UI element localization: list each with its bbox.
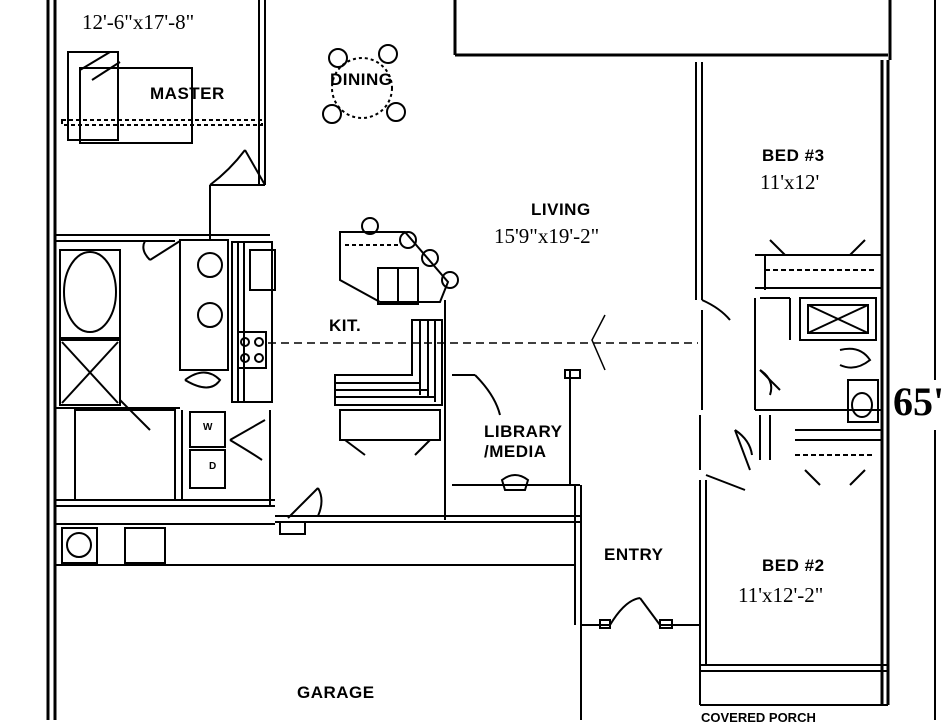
bed2-walls	[699, 415, 888, 705]
master-bath	[55, 239, 229, 431]
kitchen-label: KIT.	[329, 316, 362, 335]
walkin-closet	[55, 409, 275, 507]
center-line	[268, 314, 698, 371]
dining-label: DINING	[330, 70, 393, 89]
bed2-dimension: 11'x12'-2"	[738, 583, 824, 607]
exterior-walls	[46, 0, 892, 720]
bed3-walls	[695, 62, 882, 410]
entry-door	[581, 597, 700, 629]
hall-bath	[754, 297, 882, 423]
dryer-label: D	[209, 461, 217, 472]
living-dimension: 15'9"x19'-2"	[494, 224, 600, 248]
washer-label: W	[203, 422, 213, 433]
laundry	[181, 410, 271, 506]
garage-walls	[55, 523, 575, 566]
porch-walls	[580, 625, 888, 720]
bed3-label: BED #3	[762, 146, 825, 165]
garage-label: GARAGE	[297, 683, 375, 702]
kitchen-l-counter	[334, 319, 443, 456]
master-dimension: 12'-6"x17'-8"	[82, 10, 195, 34]
dining-table	[322, 44, 406, 124]
kitchen-counters	[231, 241, 276, 403]
master-label: MASTER	[150, 84, 225, 103]
overall-dimension: 65'	[893, 379, 945, 424]
library-walls	[275, 300, 582, 625]
kitchen-island	[339, 217, 459, 305]
entry-label: ENTRY	[604, 545, 664, 564]
library-label-line2: /MEDIA	[484, 442, 547, 461]
living-label: LIVING	[531, 200, 591, 219]
garage-entry-door	[279, 487, 323, 535]
library-label-line1: LIBRARY	[484, 422, 563, 441]
bed3-dimension: 11'x12'	[760, 170, 820, 194]
bed2-label: BED #2	[762, 556, 825, 575]
master-walls	[55, 0, 270, 242]
porch-label: COVERED PORCH	[701, 710, 816, 725]
